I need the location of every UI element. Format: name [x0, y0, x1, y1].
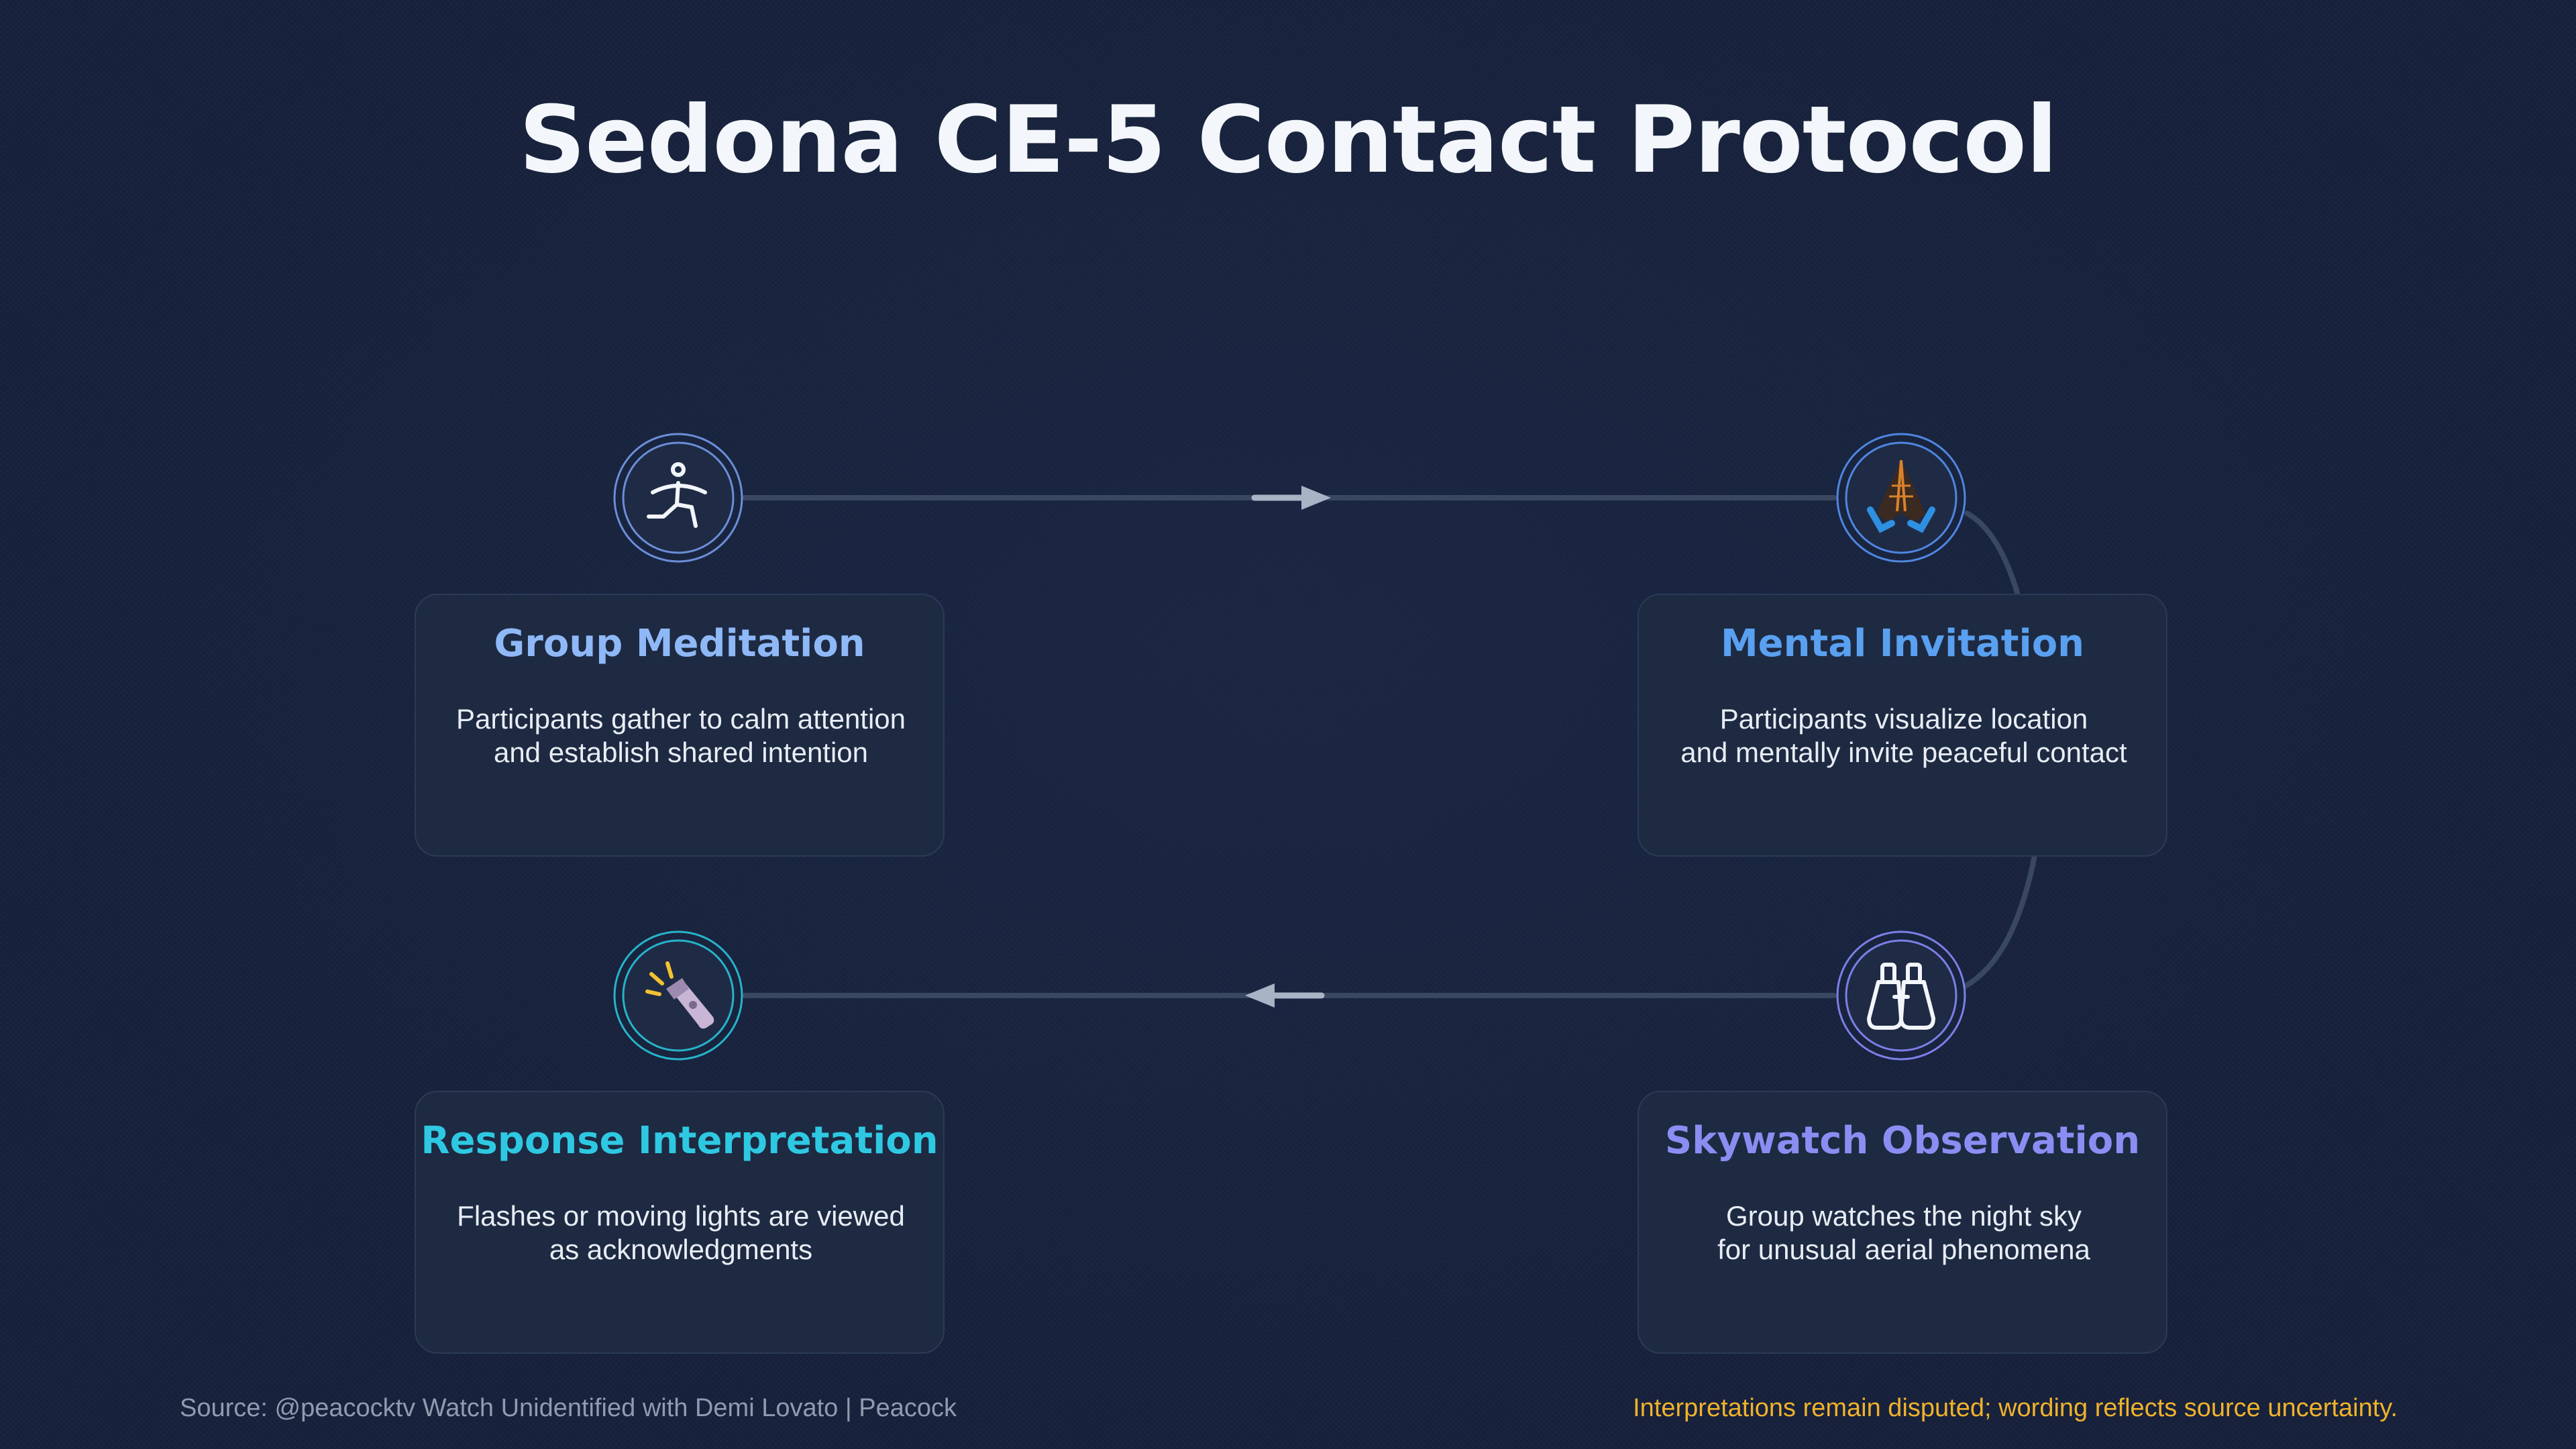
- disclaimer-note: Interpretations remain disputed; wording…: [1633, 1394, 2398, 1422]
- step-title: Skywatch Observation: [1664, 1119, 2141, 1163]
- step-description-line: and mentally invite peaceful contact: [1680, 737, 2127, 768]
- step-description-line: as acknowledgments: [549, 1234, 813, 1265]
- step-description-line: Flashes or moving lights are viewed: [457, 1200, 905, 1232]
- step-description: Group watches the night sky for unusual …: [1652, 1199, 2155, 1267]
- step-2-icon-badge: [1835, 432, 1967, 564]
- arrow-right-icon: [1251, 486, 1331, 510]
- step-card-group-meditation: Group Meditation Participants gather to …: [415, 594, 945, 857]
- step-title: Response Interpretation: [421, 1119, 938, 1163]
- source-citation: Source: @peacocktv Watch Unidentified wi…: [180, 1394, 957, 1422]
- step-title: Mental Invitation: [1720, 622, 2085, 665]
- binoculars-icon: [1867, 963, 1935, 1030]
- step-description-line: for unusual aerial phenomena: [1717, 1234, 2090, 1265]
- flashlight-icon: [645, 961, 714, 1029]
- step-4-icon-badge: [612, 930, 744, 1061]
- step-title: Group Meditation: [494, 622, 865, 665]
- step-description-line: Group watches the night sky: [1726, 1200, 2082, 1232]
- step-description: Participants gather to calm attention an…: [429, 702, 932, 769]
- step-3-icon-badge: [1835, 930, 1967, 1061]
- meditation-figure-icon: [647, 462, 707, 528]
- step-description: Flashes or moving lights are viewed as a…: [429, 1199, 932, 1267]
- step-description-line: Participants visualize location: [1719, 703, 2088, 735]
- page-title: Sedona CE-5 Contact Protocol: [519, 86, 2058, 194]
- step-card-response-interpretation: Response Interpretation Flashes or movin…: [415, 1091, 945, 1354]
- step-description-line: Participants gather to calm attention: [455, 703, 906, 735]
- praying-hands-icon: [1867, 460, 1935, 533]
- step-card-mental-invitation: Mental Invitation Participants visualize…: [1638, 594, 2167, 857]
- step-card-skywatch-observation: Skywatch Observation Group watches the n…: [1638, 1091, 2167, 1354]
- step-description: Participants visualize location and ment…: [1652, 702, 2155, 769]
- step-description-line: and establish shared intention: [493, 737, 869, 768]
- arrow-left-icon: [1245, 983, 1325, 1008]
- step-1-icon-badge: [612, 432, 744, 564]
